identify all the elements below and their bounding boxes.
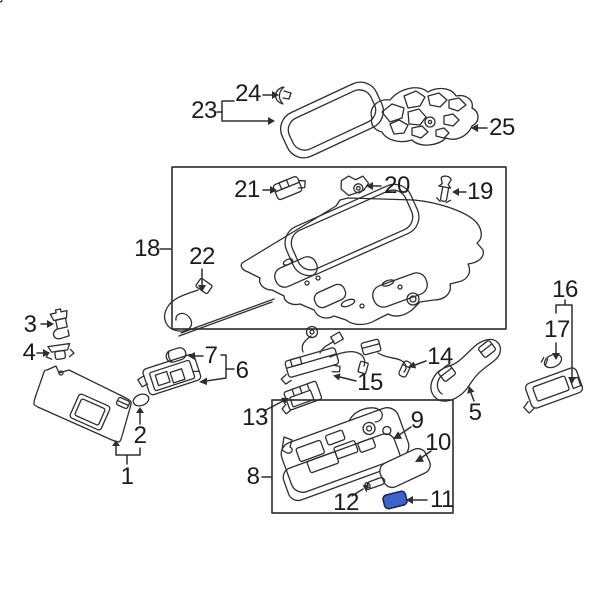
callout-leaders	[36, 91, 576, 504]
part-7-lens	[165, 347, 187, 363]
part-21-clip	[272, 176, 306, 201]
assembly-box-18	[171, 166, 507, 330]
callout-label-19[interactable]: 19	[467, 178, 493, 205]
callout-label-23[interactable]: 23	[191, 97, 217, 124]
callout-label-21[interactable]: 21	[234, 176, 260, 203]
callout-label-1[interactable]: 1	[120, 463, 134, 490]
callout-label-12[interactable]: 12	[333, 489, 359, 516]
callout-label-16[interactable]: 16	[552, 276, 578, 303]
callout-label-5[interactable]: 5	[468, 399, 482, 426]
callout-label-14[interactable]: 14	[427, 343, 453, 370]
callout-label-7[interactable]: 7	[204, 342, 218, 369]
part-3-visor-clip	[49, 308, 70, 340]
callout-label-17[interactable]: 17	[544, 316, 570, 343]
callout-label-8[interactable]: 8	[246, 463, 260, 490]
callout-label-22[interactable]: 22	[189, 243, 215, 270]
part-15-wiring-harness	[280, 325, 369, 385]
callout-label-20[interactable]: 20	[384, 172, 410, 199]
part-22-harness	[164, 277, 275, 337]
part-20-bracket	[340, 175, 370, 197]
callout-label-3[interactable]: 3	[23, 311, 37, 338]
callout-label-25[interactable]: 25	[489, 114, 515, 141]
part-13-module	[281, 380, 323, 415]
part-2-cap	[132, 393, 150, 407]
callout-label-2[interactable]: 2	[133, 422, 147, 449]
callout-label-9[interactable]: 9	[410, 407, 424, 434]
callout-label-10[interactable]: 10	[425, 429, 451, 456]
callout-label-24[interactable]: 24	[235, 80, 261, 107]
callout-label-18[interactable]: 18	[134, 235, 160, 262]
callout-label-4[interactable]: 4	[22, 339, 36, 366]
part-5-assist-handle	[430, 338, 502, 402]
part-14-hook	[360, 338, 412, 378]
part-11-lens-highlighted[interactable]	[382, 490, 408, 510]
callout-label-13[interactable]: 13	[242, 404, 268, 431]
part-1-sun-visor	[33, 365, 132, 443]
part-17-bulb	[540, 353, 563, 369]
part-19-clip-pin	[436, 175, 452, 204]
assembly-box-8	[271, 399, 454, 514]
part-9-overhead-console	[280, 407, 410, 502]
part-16-lamp	[523, 367, 584, 414]
part-23-sunroof-seal	[279, 81, 385, 159]
part-4-visor-clip	[45, 342, 75, 361]
callout-label-15[interactable]: 15	[357, 369, 383, 396]
callout-label-11[interactable]: 11	[430, 486, 454, 513]
part-6-map-light	[137, 353, 202, 396]
part-24-clip	[274, 86, 292, 105]
part-18-headliner	[0, 0, 484, 326]
callout-label-6[interactable]: 6	[235, 357, 249, 384]
part-25-sound-pad	[370, 87, 479, 146]
